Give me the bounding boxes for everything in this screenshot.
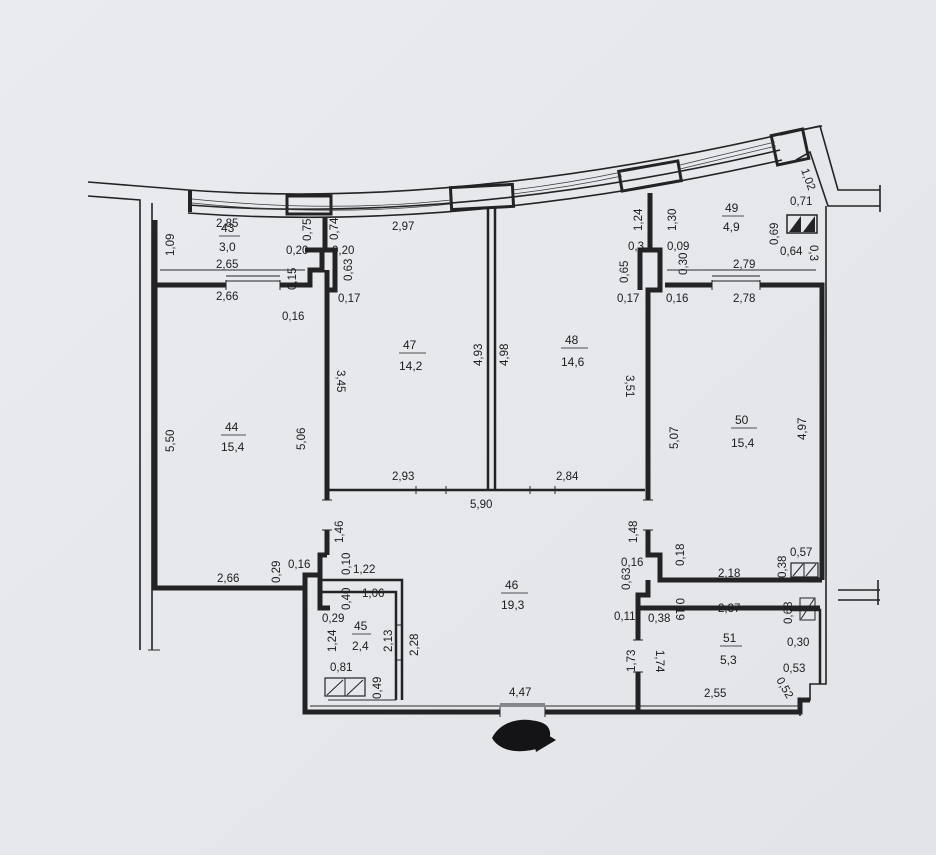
dim-label: 1,46 <box>334 521 346 543</box>
dim-label: 0,16 <box>282 311 304 323</box>
dim-label: 0,09 <box>667 241 689 253</box>
dim-label: 0,29 <box>322 613 344 625</box>
dim-label: 0,10 <box>341 553 353 575</box>
dim-label: 0,30 <box>787 637 809 649</box>
room-44-number: 44 <box>225 420 239 434</box>
room-49-number: 49 <box>725 201 739 215</box>
dim-label: 4,97 <box>797 418 809 440</box>
dim-label: 0,19 <box>673 598 685 620</box>
dim-label: 2,97 <box>392 221 414 233</box>
dim-label: 0,57 <box>790 547 812 559</box>
dim-label: 0,71 <box>790 196 812 208</box>
facade-columns <box>188 127 811 216</box>
dim-label: 0,16 <box>666 293 688 305</box>
room-48-area: 14,6 <box>561 355 585 369</box>
dim-label: 4,98 <box>499 344 511 366</box>
room-43-area: 3,0 <box>219 240 236 254</box>
dim-label: 2,84 <box>556 471 579 483</box>
dimension-labels: 2,85 0,75 0,20 0,74 0,20 2,97 1,24 1,30 … <box>165 167 819 701</box>
dim-label: 0,16 <box>621 557 643 569</box>
dim-label: 0,3 <box>807 245 819 261</box>
window-glazing <box>191 141 777 211</box>
dim-label: 0,64 <box>780 246 803 258</box>
dim-label: 1,22 <box>353 564 375 576</box>
dim-label: 5,90 <box>470 499 492 511</box>
dim-label: 0,75 <box>302 219 314 241</box>
room-48-number: 48 <box>565 333 579 347</box>
room-46-number: 46 <box>505 578 519 592</box>
dim-label: 2,93 <box>392 471 414 483</box>
dim-label: 2,65 <box>216 259 238 271</box>
dim-label: 0,16 <box>288 559 310 571</box>
dim-label: 1,24 <box>633 208 645 231</box>
dim-label: 0,3 <box>628 241 644 253</box>
dim-label: 2,55 <box>704 688 726 700</box>
dim-label: 5,50 <box>165 430 177 452</box>
room-50-number: 50 <box>735 413 749 427</box>
dim-label: 0,20 <box>286 245 308 257</box>
dim-label: 1,74 <box>653 650 665 673</box>
dim-label: 4,47 <box>509 687 531 699</box>
interior-walls <box>152 193 825 715</box>
room-44-area: 15,4 <box>221 440 245 454</box>
dim-label: 0,11 <box>614 611 636 623</box>
room-47-area: 14,2 <box>399 359 423 373</box>
room-51-area: 5,3 <box>720 653 737 667</box>
dim-label: 2,28 <box>409 634 421 656</box>
room-labels: 43 3,0 44 15,4 45 2,4 46 19,3 47 14,2 48… <box>219 201 757 667</box>
dim-label: 2,79 <box>733 259 755 271</box>
dim-label: 1,06 <box>362 588 384 600</box>
dim-label: 0,38 <box>777 556 789 578</box>
room-45-area: 2,4 <box>352 639 369 653</box>
dim-label: 0,63 <box>621 568 633 590</box>
dim-label: 1,09 <box>165 234 177 256</box>
room-45-number: 45 <box>354 619 368 633</box>
dim-label: 5,06 <box>296 428 308 450</box>
room-43-number: 43 <box>221 221 235 235</box>
dim-label: 2,37 <box>718 603 740 615</box>
dim-label: 0,69 <box>769 223 781 245</box>
dim-label: 4,93 <box>473 344 485 366</box>
dim-label: 2,66 <box>216 291 238 303</box>
room-47-number: 47 <box>403 338 417 352</box>
redaction-scribble <box>492 719 556 752</box>
dim-label: 0,63 <box>343 259 355 281</box>
dim-label: 0,38 <box>648 613 670 625</box>
dim-label: 0,30 <box>678 253 690 275</box>
dim-label: 2,78 <box>733 293 755 305</box>
dim-label: 0,40 <box>341 588 353 610</box>
dim-label: 0,74 <box>329 217 341 240</box>
dim-label: 2,18 <box>718 568 740 580</box>
dim-label: 3,51 <box>623 375 635 397</box>
dim-label: 0,49 <box>372 677 384 699</box>
dim-label: 1,73 <box>626 650 638 672</box>
dim-label: 0,17 <box>617 293 639 305</box>
dim-label: 0,17 <box>338 293 360 305</box>
dim-label: 0,81 <box>330 662 352 674</box>
dim-label: 0,20 <box>332 245 354 257</box>
dim-label: 0,65 <box>619 261 631 283</box>
dim-label: 5,07 <box>669 427 681 449</box>
room-49-area: 4,9 <box>723 220 740 234</box>
dim-label: 2,13 <box>383 630 395 652</box>
dim-label: 2,66 <box>217 573 239 585</box>
room-51-number: 51 <box>723 631 737 645</box>
dim-label: 0,53 <box>783 663 805 675</box>
room-46-area: 19,3 <box>501 598 525 612</box>
room-50-area: 15,4 <box>731 436 755 450</box>
dim-label: 2,85 <box>216 218 238 230</box>
dim-label: 0,18 <box>675 544 687 566</box>
dim-label: 0,15 <box>287 268 299 290</box>
dimension-lines <box>148 269 816 707</box>
dim-label: 1,30 <box>667 209 679 231</box>
dim-label: 1,24 <box>327 629 339 652</box>
dim-label: 3,45 <box>334 370 346 392</box>
ventilation-shaft-icons <box>324 214 819 697</box>
dim-label: 0,68 <box>783 602 795 624</box>
dim-label: 1,48 <box>628 521 640 543</box>
dim-label: 0,29 <box>271 561 283 583</box>
door-openings <box>225 275 761 717</box>
